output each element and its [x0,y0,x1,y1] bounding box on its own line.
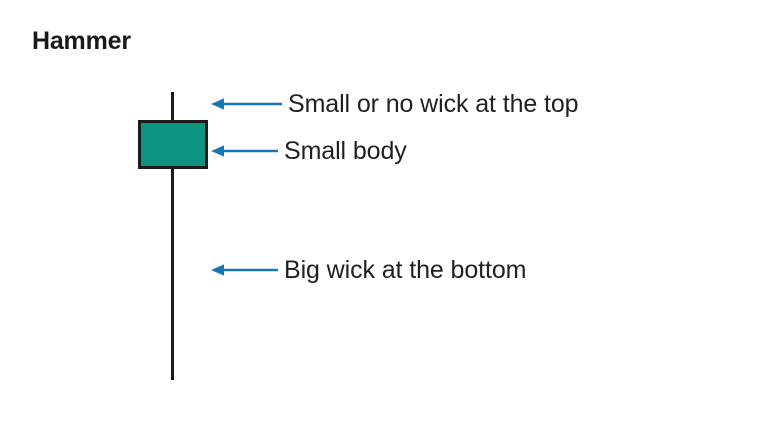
arrow-left-icon [211,145,278,157]
candlestick-body [138,120,208,169]
annotation-bottom-wick: Big wick at the bottom [210,255,526,285]
annotation-top-wick-label: Small or no wick at the top [288,90,579,118]
arrow-left-icon [211,264,278,276]
candlestick-wick [171,92,174,380]
arrow-left-icon [211,98,282,110]
annotation-body-label: Small body [284,137,407,165]
annotation-bottom-wick-label: Big wick at the bottom [284,256,527,284]
annotation-top-wick: Small or no wick at the top [210,89,579,119]
page-title: Hammer [32,27,131,55]
annotation-body: Small body [210,136,407,166]
